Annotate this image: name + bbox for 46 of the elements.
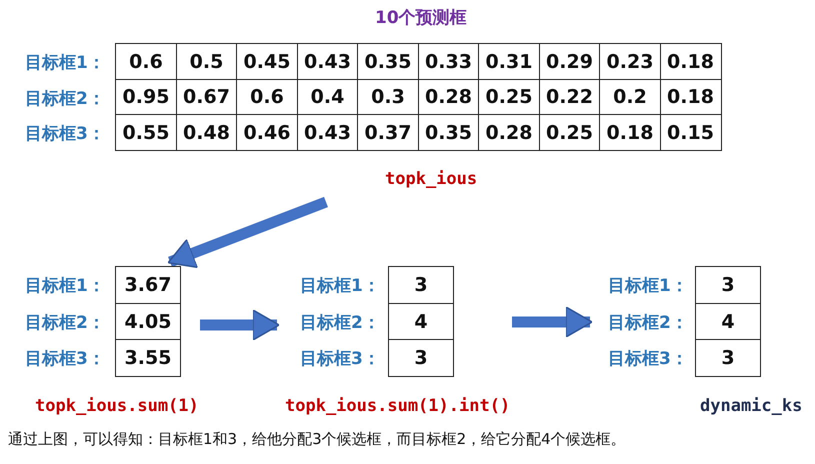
row-label: 目标框3： xyxy=(608,348,688,370)
row-label: 目标框3： xyxy=(25,348,105,370)
table-cell: 0.18 xyxy=(599,114,661,151)
row-label: 目标框2： xyxy=(25,312,105,334)
block-arrow xyxy=(512,306,593,338)
table-cell: 0.35 xyxy=(357,43,419,80)
table-cell: 3 xyxy=(695,266,761,304)
table-cell: 0.25 xyxy=(538,114,600,151)
code-label: topk_ious.sum(1) xyxy=(35,396,199,416)
table-heading: 10个预测框 xyxy=(375,7,467,29)
row-label: 目标框2： xyxy=(25,88,105,110)
table-cell: 0.46 xyxy=(236,114,298,151)
table-cell: 0.35 xyxy=(418,114,480,151)
table-cell: 0.43 xyxy=(296,114,358,151)
table-cell: 0.37 xyxy=(357,114,419,151)
row-label: 目标框1： xyxy=(608,275,688,297)
table-cell: 0.15 xyxy=(660,114,722,151)
table-cell: 4 xyxy=(695,302,761,340)
table-cell: 3 xyxy=(388,339,454,377)
table-cell: 0.45 xyxy=(236,43,298,80)
code-label: topk_ious xyxy=(385,169,478,189)
table-cell: 0.48 xyxy=(176,114,238,151)
table-cell: 0.55 xyxy=(115,114,177,151)
table-cell: 0.23 xyxy=(599,43,661,80)
table-cell: 0.6 xyxy=(115,43,177,80)
row-label: 目标框1： xyxy=(25,52,105,74)
code-label: dynamic_ks xyxy=(700,396,802,416)
block-arrow xyxy=(200,309,280,341)
table-cell: 0.28 xyxy=(478,114,540,151)
row-label: 目标框2： xyxy=(608,312,688,334)
row-label: 目标框3： xyxy=(300,348,380,370)
caption-text: 通过上图，可以得知：目标框1和3，给他分配3个候选框，而目标框2，给它分配4个候选框。 xyxy=(8,430,626,449)
table-cell: 3.67 xyxy=(115,266,181,304)
table-cell: 3 xyxy=(388,266,454,304)
code-label: topk_ious.sum(1).int() xyxy=(285,396,510,416)
table-cell: 0.18 xyxy=(660,43,722,80)
table-cell: 0.31 xyxy=(478,43,540,80)
table-cell: 3 xyxy=(695,339,761,377)
row-label: 目标框2： xyxy=(300,312,380,334)
table-cell: 4.05 xyxy=(115,302,181,340)
block-arrow xyxy=(167,196,328,268)
row-label: 目标框3： xyxy=(25,123,105,145)
row-label: 目标框1： xyxy=(300,275,380,297)
table-cell: 4 xyxy=(388,302,454,340)
row-label: 目标框1： xyxy=(25,275,105,297)
table-cell: 3.55 xyxy=(115,339,181,377)
